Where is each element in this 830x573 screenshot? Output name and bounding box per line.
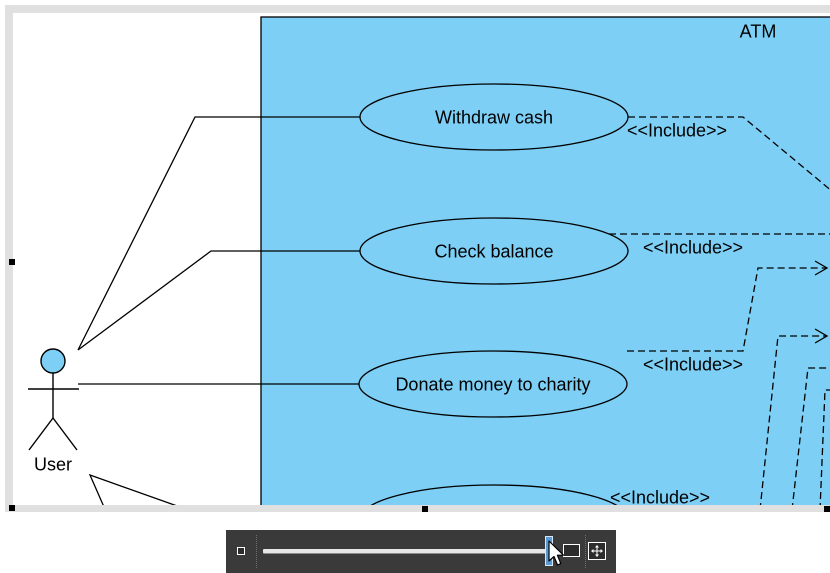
use-case-partial[interactable] — [360, 484, 628, 512]
pan-button[interactable] — [588, 542, 606, 560]
include-label-4: <<Include>> — [610, 488, 710, 508]
association-partial[interactable] — [88, 473, 180, 507]
canvas-border-top — [5, 5, 830, 13]
pan-icon-arrow-up — [595, 545, 599, 548]
include-label-1: <<Include>> — [627, 121, 727, 141]
diagram-editor[interactable]: ATM Withdraw cash Check balance Donate m… — [0, 0, 830, 512]
pan-icon-arrow-right — [600, 549, 603, 553]
zoom-min-button[interactable] — [231, 538, 253, 564]
include-connector-4[interactable] — [759, 335, 826, 510]
toolbar-separator — [256, 535, 257, 568]
zoom-toolbar — [226, 530, 616, 573]
zoom-max-icon — [563, 544, 580, 557]
resize-handle-bottom-right[interactable] — [824, 506, 830, 512]
use-case-donate-money[interactable]: Donate money to charity — [358, 350, 628, 418]
resize-handle-bottom-left[interactable] — [9, 505, 15, 511]
include-connector-5[interactable] — [791, 367, 830, 510]
canvas-border-left — [5, 5, 13, 512]
mouse-cursor-icon — [548, 540, 565, 566]
association-withdraw-cash[interactable] — [77, 116, 360, 351]
actor-user[interactable]: User — [28, 348, 79, 475]
pan-icon-arrow-down — [595, 554, 599, 557]
actor-label: User — [34, 455, 72, 475]
toolbar-separator — [585, 535, 586, 568]
mouse-cursor-shape — [548, 540, 565, 566]
system-boundary-label: ATM — [740, 22, 777, 42]
include-label-2: <<Include>> — [643, 238, 743, 258]
use-case-label: Check balance — [434, 242, 553, 262]
use-case-shape[interactable] — [359, 217, 629, 285]
pan-icon — [591, 545, 603, 557]
use-case-label: Withdraw cash — [435, 108, 553, 128]
zoom-slider-track[interactable] — [263, 549, 552, 553]
use-case-shape[interactable] — [359, 83, 629, 151]
use-case-label: Donate money to charity — [395, 375, 590, 395]
resize-handle-bottom[interactable] — [422, 506, 428, 512]
zoom-min-icon — [237, 547, 245, 555]
pan-icon-arrow-left — [591, 549, 594, 553]
diagram-viewport[interactable]: ATM Withdraw cash Check balance Donate m… — [13, 13, 830, 512]
include-connector-3[interactable] — [627, 267, 826, 352]
actor-left-leg[interactable] — [28, 417, 54, 451]
actor-head[interactable] — [40, 348, 66, 374]
include-arrowhead-4 — [814, 328, 829, 344]
use-case-check-balance[interactable]: Check balance — [359, 217, 629, 285]
zoom-max-button[interactable] — [560, 540, 583, 562]
include-arrowhead-3 — [814, 260, 829, 276]
resize-handle-left[interactable] — [9, 259, 15, 265]
actor-right-leg[interactable] — [52, 417, 78, 451]
include-connector-1[interactable] — [628, 116, 830, 202]
association-check-balance[interactable] — [77, 250, 360, 351]
use-case-withdraw-cash[interactable]: Withdraw cash — [359, 83, 629, 151]
use-case-shape[interactable] — [358, 350, 628, 418]
use-case-shape[interactable] — [360, 484, 628, 512]
canvas-border-bottom — [5, 505, 830, 512]
include-label-3: <<Include>> — [643, 355, 743, 375]
